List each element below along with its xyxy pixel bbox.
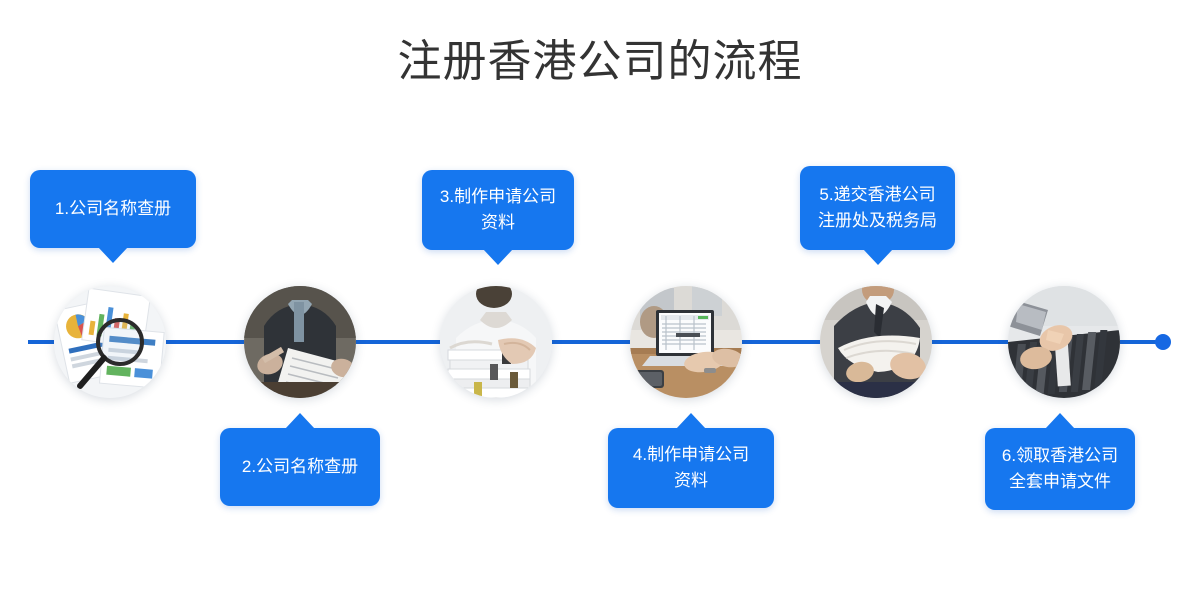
step-label-2-text: 2.公司名称查册 [241,457,359,476]
step-label-6[interactable]: 6.领取香港公司 全套申请文件 [985,413,1135,510]
page-title: 注册香港公司的流程 [397,37,803,86]
step-image-1 [54,286,166,398]
timeline-line [28,340,1164,344]
step-label-5-text: 5.递交香港公司 注册处及税务局 [818,185,937,230]
step-label-1-text: 1.公司名称查册 [54,199,172,218]
step-label-4[interactable]: 4.制作申请公司 资料 [608,413,774,508]
step-label-3[interactable]: 3.制作申请公司 资料 [422,170,574,265]
step-image-5 [820,286,932,398]
step-image-4 [630,286,742,398]
step-label-4-text: 4.制作申请公司 资料 [632,445,750,490]
step-label-2[interactable]: 2.公司名称查册 [220,413,380,506]
step-image-2 [244,286,356,398]
step-label-6-text: 6.领取香港公司 全套申请文件 [1001,446,1119,491]
step-label-3-text: 3.制作申请公司 资料 [439,187,557,232]
step-image-3 [440,286,552,398]
step-image-6 [1008,286,1120,398]
step-label-1[interactable]: 1.公司名称查册 [30,170,196,263]
step-label-5[interactable]: 5.递交香港公司 注册处及税务局 [800,166,955,265]
timeline-end-dot [1155,334,1171,350]
